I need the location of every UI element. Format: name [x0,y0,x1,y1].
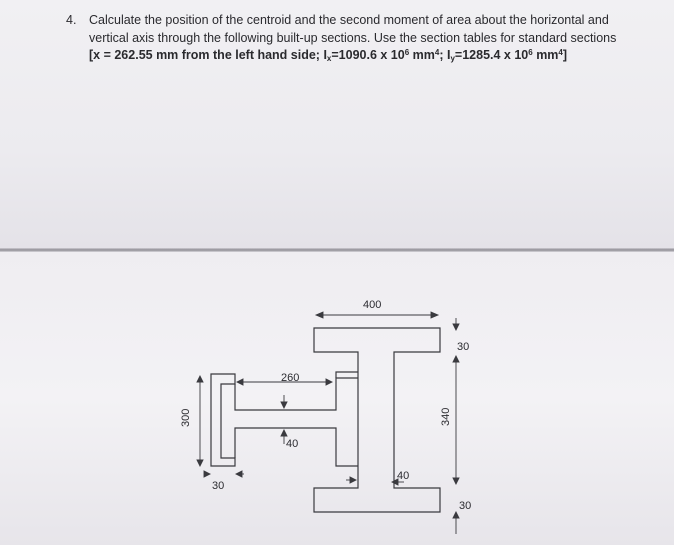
dim-340: 340 [440,408,452,426]
paper-fold [0,248,674,252]
dim-300: 300 [180,409,192,427]
dim-30-left: 30 [212,480,224,492]
answer-text: [x = 262.55 mm from the left hand side; … [89,48,568,63]
dim-40-right: 40 [397,470,409,482]
dimension-labels: 400 30 260 300 340 40 40 30 30 [180,299,471,512]
right-flange-top-outline [335,371,358,378]
question-text: Calculate the position of the centroid a… [89,13,617,45]
section-drawing: 400 30 260 300 340 40 40 30 30 [180,299,471,534]
question-number: 4. [66,13,77,27]
dim-40-left: 40 [286,438,298,450]
i-section-outline [313,327,441,513]
dimension-lines [196,311,460,534]
web-bottom-outline [234,427,358,467]
web-top-outline [234,377,358,411]
question-text-block: Calculate the position of the centroid a… [89,12,626,65]
dim-30-bottom: 30 [459,500,471,512]
section-outline [210,327,441,513]
left-flange-outline [210,373,236,467]
paper-sheet-top [0,0,674,250]
dim-30-top: 30 [457,341,469,353]
question-block: 4. Calculate the position of the centroi… [66,12,626,65]
dim-400: 400 [363,299,381,311]
paper-sheet-bottom [0,252,674,545]
dim-260: 260 [281,372,299,384]
